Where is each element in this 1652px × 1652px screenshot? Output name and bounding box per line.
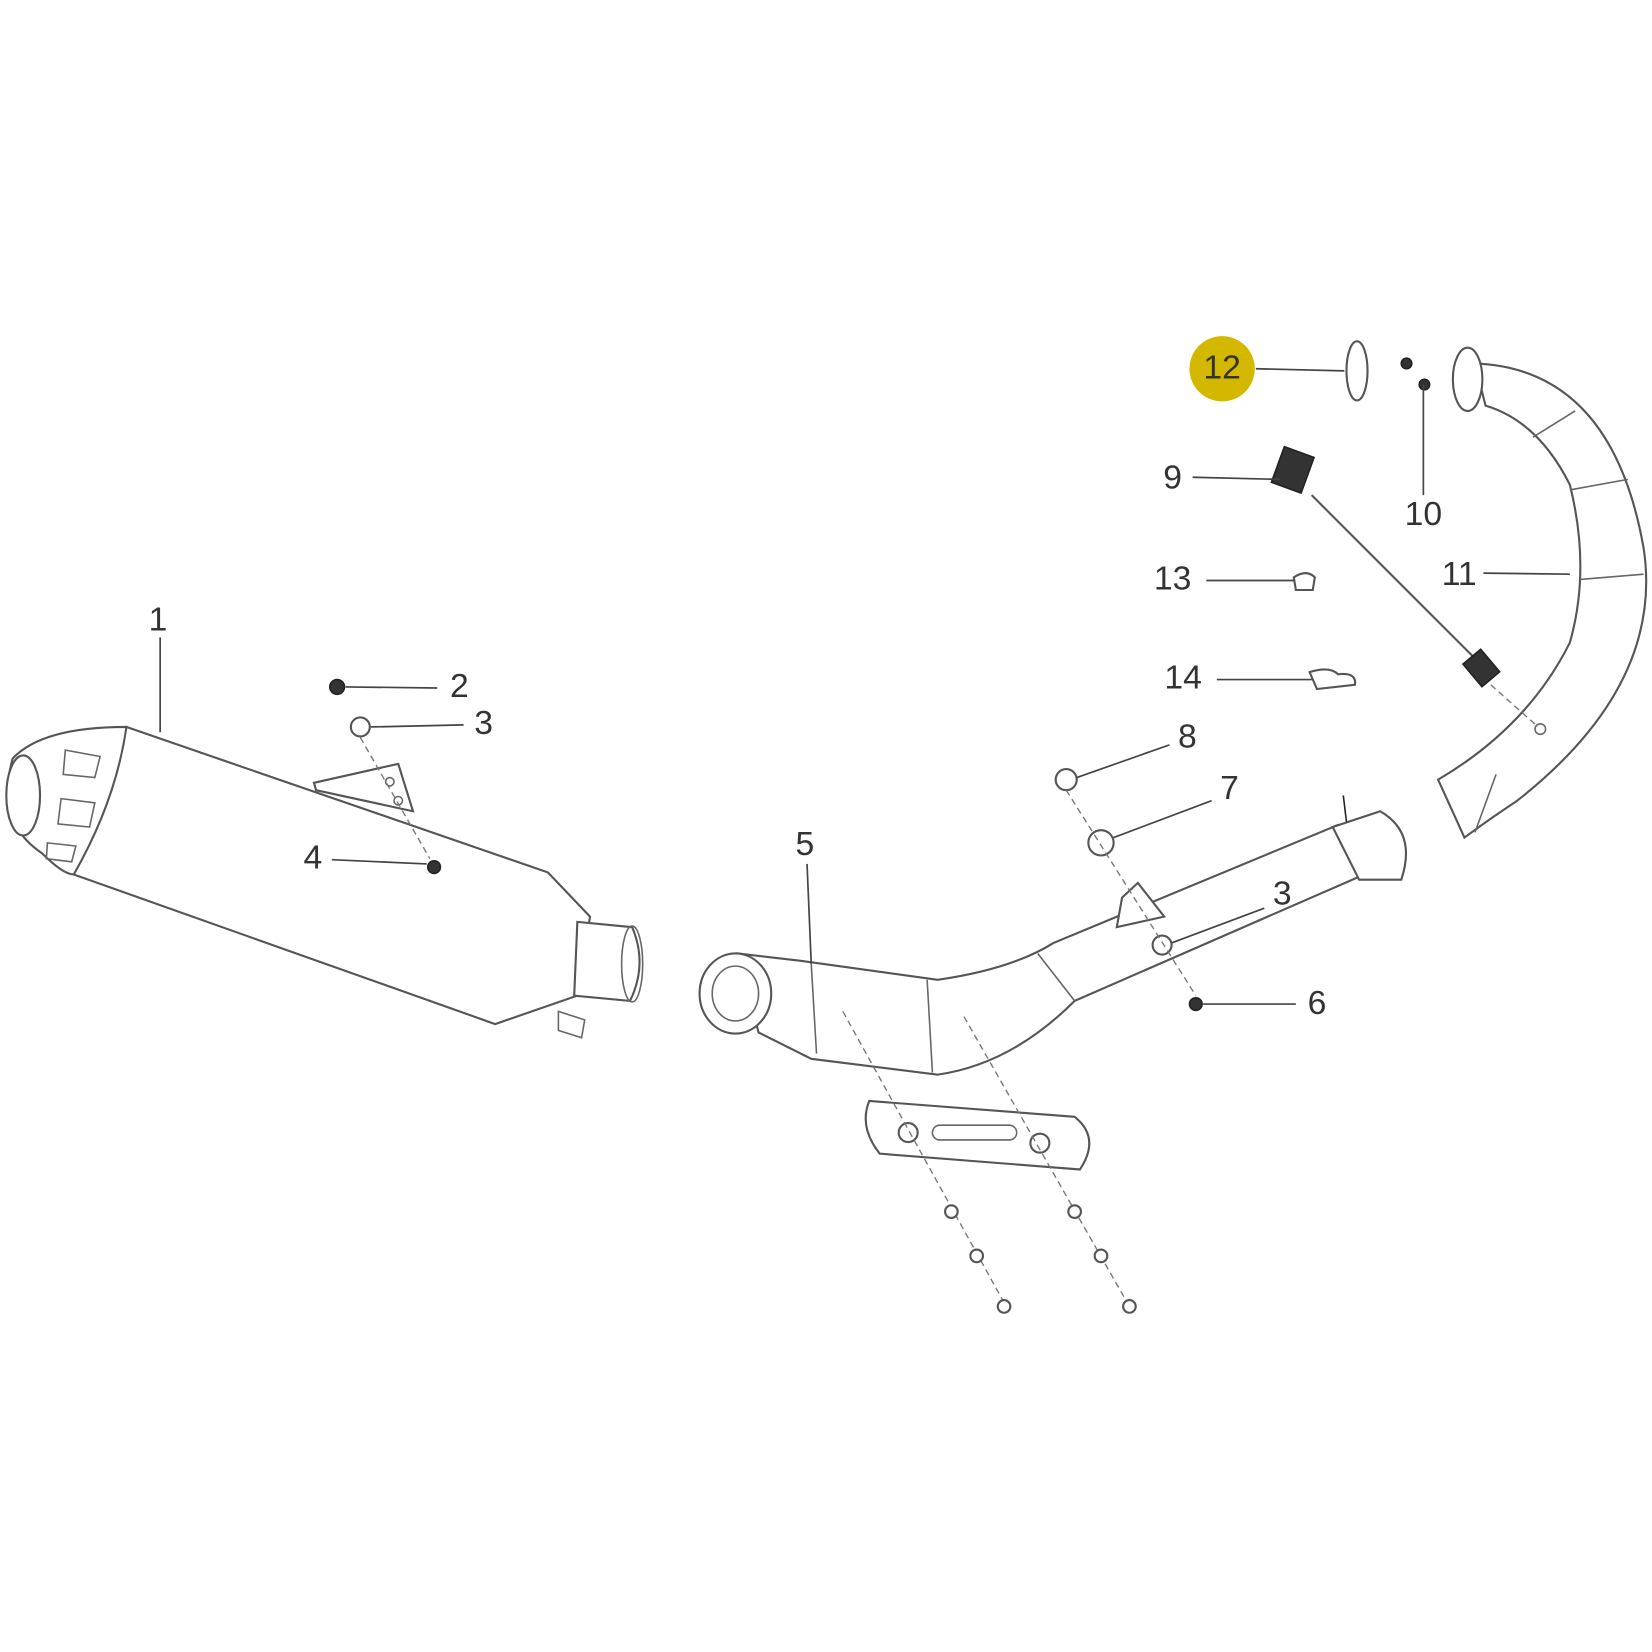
- bolt-icon: [426, 859, 442, 875]
- callout-9[interactable]: 9: [1163, 458, 1182, 496]
- callout-13[interactable]: 13: [1154, 559, 1192, 597]
- highlight-badge: [1189, 336, 1255, 402]
- callout-11[interactable]: 11: [1442, 555, 1477, 593]
- callout-5[interactable]: 5: [796, 825, 815, 863]
- grommet-7-icon: [1087, 829, 1115, 857]
- nut-icon: [328, 678, 346, 696]
- callout-2[interactable]: 2: [450, 667, 469, 705]
- callout-10[interactable]: 10: [1405, 495, 1443, 533]
- washer-3-icon: [1151, 934, 1173, 956]
- callout-14[interactable]: 14: [1164, 658, 1202, 696]
- silencer-part-1[interactable]: [5, 725, 644, 1039]
- callout-8[interactable]: 8: [1178, 717, 1197, 755]
- link-pipe-part-5[interactable]: [698, 795, 1408, 1076]
- callout-4[interactable]: 4: [304, 839, 323, 877]
- callout-12[interactable]: 12: [1203, 349, 1241, 387]
- gasket-part-12[interactable]: [1345, 340, 1369, 402]
- header-pipe-part-11[interactable]: [1400, 346, 1648, 840]
- clamp-part-14[interactable]: [1308, 668, 1357, 691]
- bolt-6-icon: [1188, 996, 1203, 1012]
- washer-8-icon: [1054, 768, 1078, 792]
- heat-shield[interactable]: [842, 1011, 1137, 1314]
- leader-lines: [159, 367, 1570, 1005]
- callout-7[interactable]: 7: [1220, 769, 1239, 807]
- callout-3-second[interactable]: 3: [1273, 874, 1292, 912]
- callout-3[interactable]: 3: [474, 704, 493, 742]
- callout-1[interactable]: 1: [149, 601, 168, 639]
- callout-6[interactable]: 6: [1308, 984, 1327, 1022]
- clip-part-13[interactable]: [1292, 572, 1316, 592]
- o2-sensor-part-9[interactable]: [1270, 445, 1539, 728]
- washer-icon: [349, 716, 371, 738]
